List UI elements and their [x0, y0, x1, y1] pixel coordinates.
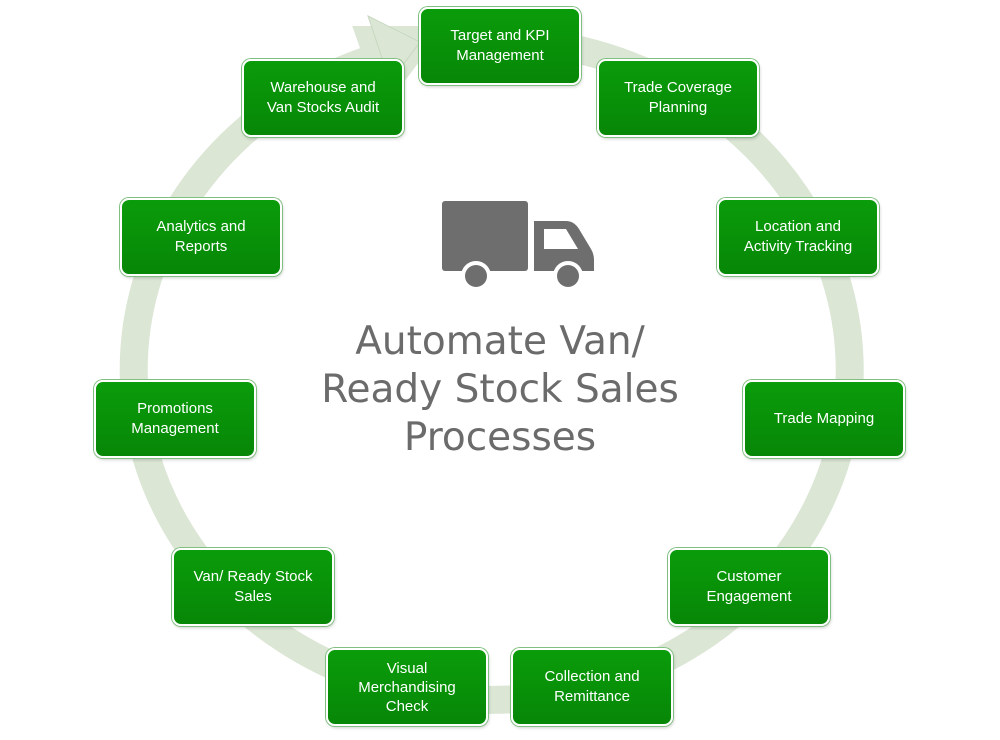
center-title: Automate Van/ Ready Stock Sales Processe…	[321, 319, 679, 460]
step-analytics-reports[interactable]: Analytics and Reports	[120, 198, 282, 276]
step-trade-mapping[interactable]: Trade Mapping	[743, 380, 905, 458]
step-location-activity-tracking[interactable]: Location and Activity Tracking	[717, 198, 879, 276]
step-promotions-management[interactable]: Promotions Management	[94, 380, 256, 458]
step-trade-coverage-planning[interactable]: Trade Coverage Planning	[597, 59, 759, 137]
step-collection-remittance[interactable]: Collection and Remittance	[511, 648, 673, 726]
step-warehouse-van-stocks-audit[interactable]: Warehouse and Van Stocks Audit	[242, 59, 404, 137]
step-customer-engagement[interactable]: Customer Engagement	[668, 548, 830, 626]
step-target-kpi-management[interactable]: Target and KPI Management	[419, 7, 581, 85]
step-visual-merchandising-check[interactable]: Visual Merchandising Check	[326, 648, 488, 726]
delivery-truck-icon	[442, 201, 594, 291]
step-van-ready-stock-sales[interactable]: Van/ Ready Stock Sales	[172, 548, 334, 626]
